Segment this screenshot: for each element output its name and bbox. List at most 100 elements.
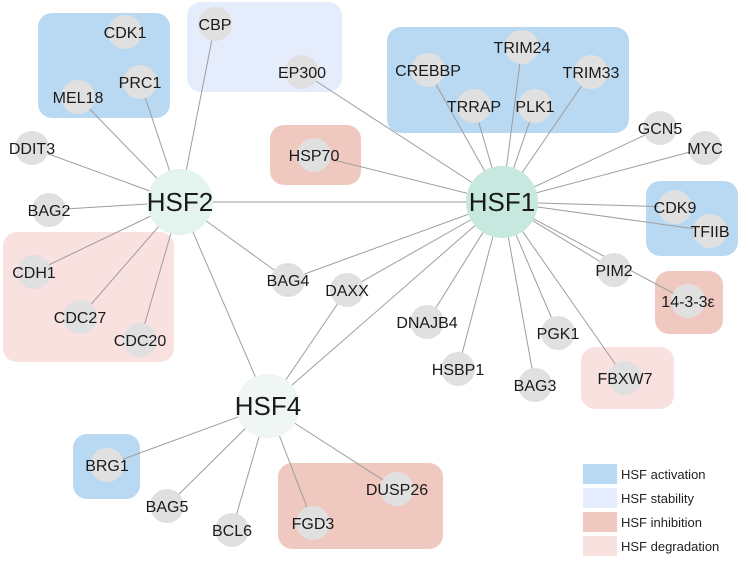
node-label: GCN5 bbox=[638, 121, 683, 138]
node-label: CDC27 bbox=[54, 310, 107, 327]
edge-hsf1-bag4 bbox=[287, 201, 503, 281]
legend-swatch bbox=[583, 512, 617, 532]
node-bag5: BAG5 bbox=[146, 489, 188, 523]
legend-label: HSF degradation bbox=[621, 539, 719, 554]
node-plk1: PLK1 bbox=[515, 89, 555, 123]
node-dnajb4: DNAJB4 bbox=[396, 305, 458, 339]
node-bcl6: BCL6 bbox=[212, 513, 252, 547]
node-circle bbox=[518, 89, 552, 123]
legend-item-inhibition: HSF inhibition bbox=[583, 512, 702, 532]
edge-hsf1-ep300 bbox=[301, 71, 503, 203]
node-circle bbox=[658, 190, 692, 224]
node-label: 14-3-3ε bbox=[661, 294, 714, 311]
hub-hsf4: HSF4 bbox=[235, 374, 301, 438]
node-tfiib: TFIIB bbox=[690, 214, 730, 248]
hub-label: HSF4 bbox=[235, 391, 301, 421]
node-mel18: MEL18 bbox=[53, 80, 104, 114]
node-circle bbox=[411, 53, 445, 87]
node-label: HSP70 bbox=[289, 148, 340, 165]
node-label: CBP bbox=[199, 17, 232, 34]
node-cdc20: CDC20 bbox=[114, 323, 167, 357]
node-circle bbox=[441, 352, 475, 386]
node-circle bbox=[688, 131, 722, 165]
node-trim24: TRIM24 bbox=[494, 30, 551, 64]
node-circle bbox=[215, 513, 249, 547]
hub-circle bbox=[147, 169, 213, 235]
node-label: CREBBP bbox=[395, 63, 461, 80]
node-bag3: BAG3 bbox=[514, 368, 557, 402]
node-fbxw7: FBXW7 bbox=[597, 361, 653, 395]
node-circle bbox=[296, 506, 330, 540]
node-label: PGK1 bbox=[537, 326, 580, 343]
node-circle bbox=[643, 111, 677, 145]
hub-hsf1: HSF1 bbox=[466, 166, 538, 238]
group-box-hsf1-activation-top bbox=[387, 27, 629, 133]
node-label: MEL18 bbox=[53, 90, 104, 107]
node-label: TFIIB bbox=[690, 224, 729, 241]
node-circle bbox=[457, 89, 491, 123]
node-hsbp1: HSBP1 bbox=[432, 352, 485, 386]
node-circle bbox=[61, 80, 95, 114]
node-label: DAXX bbox=[325, 283, 369, 300]
node-label: TRRAP bbox=[447, 99, 501, 116]
legend-swatch bbox=[583, 488, 617, 508]
node-label: PLK1 bbox=[515, 99, 554, 116]
node-crebbp: CREBBP bbox=[395, 53, 461, 87]
node-cdk1: CDK1 bbox=[104, 15, 146, 49]
node-label: CDH1 bbox=[12, 265, 56, 282]
node-bag4: BAG4 bbox=[267, 263, 310, 297]
node-prc1: PRC1 bbox=[119, 65, 162, 99]
node-label: PIM2 bbox=[595, 263, 632, 280]
node-label: HSBP1 bbox=[432, 362, 485, 379]
node-label: DNAJB4 bbox=[396, 315, 457, 332]
node-dusp26: DUSP26 bbox=[366, 472, 428, 506]
node-cdk9: CDK9 bbox=[654, 190, 696, 224]
legend-item-stability: HSF stability bbox=[583, 488, 694, 508]
legend-swatch bbox=[583, 464, 617, 484]
node-label: DUSP26 bbox=[366, 482, 428, 499]
node-cdc27: CDC27 bbox=[54, 300, 107, 334]
hub-hsf2: HSF2 bbox=[147, 169, 213, 235]
node-label: BAG4 bbox=[267, 273, 310, 290]
node-hsp70: HSP70 bbox=[289, 138, 340, 172]
node-circle bbox=[285, 55, 319, 89]
node-circle bbox=[671, 284, 705, 318]
legend-swatch bbox=[583, 536, 617, 556]
hub-label: HSF1 bbox=[469, 187, 535, 217]
node-pgk1: PGK1 bbox=[537, 316, 580, 350]
node-label: CDC20 bbox=[114, 333, 167, 350]
node-circle bbox=[198, 7, 232, 41]
hub-label: HSF2 bbox=[147, 187, 213, 217]
node-circle bbox=[380, 472, 414, 506]
node-circle bbox=[63, 300, 97, 334]
node-trrap: TRRAP bbox=[447, 89, 501, 123]
node-circle bbox=[597, 253, 631, 287]
node-circle bbox=[32, 193, 66, 227]
legend-label: HSF activation bbox=[621, 467, 706, 482]
node-ep300: EP300 bbox=[278, 55, 326, 89]
node-label: BCL6 bbox=[212, 523, 252, 540]
node-ddit3: DDIT3 bbox=[9, 131, 55, 165]
node-label: BAG3 bbox=[514, 378, 557, 395]
node-label: PRC1 bbox=[119, 75, 162, 92]
hub-circle bbox=[466, 166, 538, 238]
node-circle bbox=[123, 65, 157, 99]
node-circle bbox=[297, 138, 331, 172]
node-label: DDIT3 bbox=[9, 141, 55, 158]
edge-hsf2-hsf4 bbox=[179, 201, 269, 407]
node-circle bbox=[518, 368, 552, 402]
node-label: BRG1 bbox=[85, 458, 129, 475]
node-circle bbox=[90, 448, 124, 482]
node-1433e: 14-3-3ε bbox=[661, 284, 715, 318]
node-circle bbox=[108, 15, 142, 49]
node-circle bbox=[693, 214, 727, 248]
legend-label: HSF inhibition bbox=[621, 515, 702, 530]
node-label: MYC bbox=[687, 141, 723, 158]
node-label: FBXW7 bbox=[597, 371, 652, 388]
node-circle bbox=[17, 255, 51, 289]
node-cbp: CBP bbox=[198, 7, 232, 41]
